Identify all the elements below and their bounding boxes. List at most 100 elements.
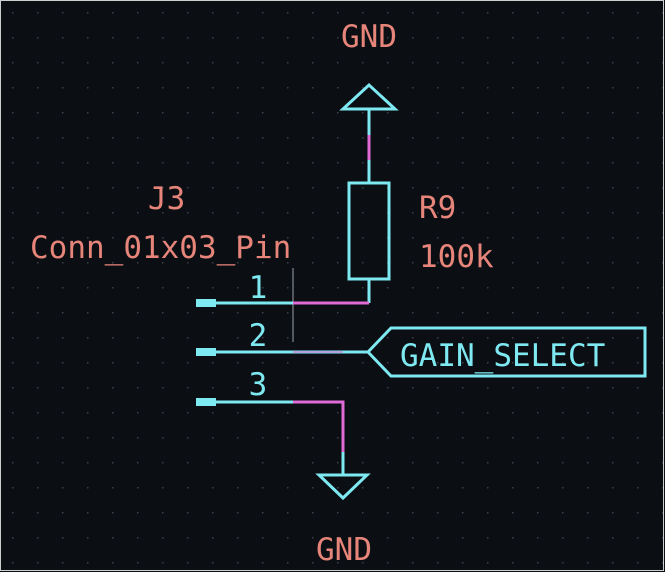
- grid-dot: [437, 337, 439, 339]
- grid-dot: [162, 437, 164, 439]
- grid-dot: [162, 37, 164, 39]
- grid-dot: [112, 12, 114, 14]
- grid-dot: [212, 562, 214, 564]
- grid-dot: [512, 12, 514, 14]
- gnd-top-symbol[interactable]: GND: [339, 19, 399, 135]
- grid-dot: [337, 37, 339, 39]
- grid-dot: [237, 262, 239, 264]
- wire-pin3-to-gnd[interactable]: [293, 400, 345, 452]
- grid-dot: [537, 487, 539, 489]
- grid-dot: [412, 537, 414, 539]
- grid-dot: [387, 312, 389, 314]
- grid-dot: [412, 387, 414, 389]
- resistor-r9[interactable]: R9 100k: [347, 160, 494, 303]
- grid-dot: [462, 12, 464, 14]
- grid-dot: [187, 387, 189, 389]
- grid-dot: [187, 162, 189, 164]
- grid-dot: [362, 62, 364, 64]
- grid-dot: [462, 187, 464, 189]
- grid-dot: [562, 12, 564, 14]
- grid-dot: [537, 37, 539, 39]
- grid-dot: [137, 312, 139, 314]
- grid-dot: [312, 162, 314, 164]
- grid-dot: [37, 337, 39, 339]
- grid-dot: [87, 237, 89, 239]
- grid-dot: [137, 487, 139, 489]
- pin-1-number: 1: [249, 270, 268, 306]
- grid-dot: [612, 62, 614, 64]
- grid-dot: [637, 187, 639, 189]
- grid-dot: [162, 412, 164, 414]
- grid-dot: [562, 412, 564, 414]
- grid-dot: [462, 162, 464, 164]
- grid-dot: [312, 437, 314, 439]
- net-label-gain-select[interactable]: GAIN_SELECT: [365, 326, 647, 378]
- grid-dot: [87, 512, 89, 514]
- grid-dot: [637, 162, 639, 164]
- grid-dot: [537, 362, 539, 364]
- connector-j3[interactable]: J3 Conn_01x03_Pin 1 2 3: [30, 181, 294, 406]
- grid-dot: [562, 212, 564, 214]
- grid-dot: [512, 487, 514, 489]
- grid-dot: [512, 37, 514, 39]
- grid-dot: [262, 487, 264, 489]
- grid-dot: [112, 562, 114, 564]
- grid-dot: [162, 262, 164, 264]
- grid-dot: [537, 512, 539, 514]
- grid-dot: [287, 487, 289, 489]
- grid-dot: [187, 187, 189, 189]
- grid-dot: [562, 87, 564, 89]
- grid-dot: [412, 112, 414, 114]
- grid-dot: [487, 312, 489, 314]
- grid-dot: [637, 37, 639, 39]
- grid-dot: [437, 412, 439, 414]
- grid-dot: [487, 237, 489, 239]
- grid-dot: [487, 462, 489, 464]
- grid-dot: [262, 37, 264, 39]
- grid-dot: [637, 62, 639, 64]
- gnd-bottom-symbol[interactable]: GND: [315, 452, 372, 568]
- grid-dot: [112, 212, 114, 214]
- grid-dot: [487, 87, 489, 89]
- grid-dot: [362, 287, 364, 289]
- grid-dot: [437, 437, 439, 439]
- grid-dot: [112, 462, 114, 464]
- grid-dot: [462, 287, 464, 289]
- grid-dot: [12, 562, 14, 564]
- grid-dot: [287, 312, 289, 314]
- grid-dot: [587, 487, 589, 489]
- grid-dot: [287, 237, 289, 239]
- grid-dot: [12, 137, 14, 139]
- grid-dot: [37, 537, 39, 539]
- grid-dot: [12, 187, 14, 189]
- grid-dot: [162, 387, 164, 389]
- grid-dot: [137, 112, 139, 114]
- grid-dot: [512, 262, 514, 264]
- grid-dot: [137, 537, 139, 539]
- grid-dot: [362, 212, 364, 214]
- grid-dot: [562, 287, 564, 289]
- grid-dot: [187, 137, 189, 139]
- grid-dot: [237, 212, 239, 214]
- grid-dot: [512, 162, 514, 164]
- grid-dot: [262, 362, 264, 364]
- grid-dot: [387, 487, 389, 489]
- grid-dot: [112, 237, 114, 239]
- grid-dot: [487, 162, 489, 164]
- grid-dot: [537, 337, 539, 339]
- grid-dot: [312, 537, 314, 539]
- grid-dot: [137, 437, 139, 439]
- grid-dot: [437, 237, 439, 239]
- grid-dot: [612, 312, 614, 314]
- grid-dot: [612, 362, 614, 364]
- grid-dot: [62, 187, 64, 189]
- grid-dot: [512, 87, 514, 89]
- grid-dot: [487, 562, 489, 564]
- grid-dot: [362, 412, 364, 414]
- grid-dot: [212, 237, 214, 239]
- grid-dot: [512, 137, 514, 139]
- grid-dot: [262, 387, 264, 389]
- grid-dot: [562, 237, 564, 239]
- grid-dot: [237, 187, 239, 189]
- grid-dot: [312, 287, 314, 289]
